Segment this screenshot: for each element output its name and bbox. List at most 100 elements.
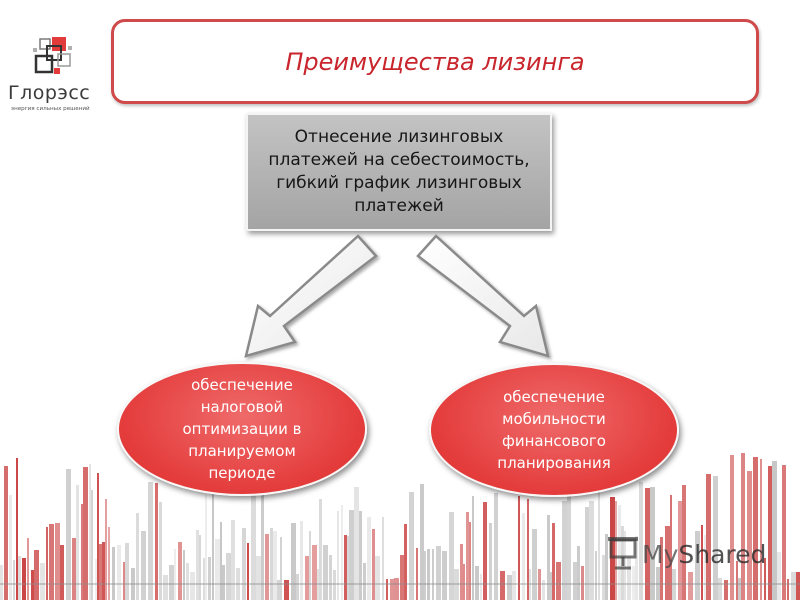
skyline-bar: [585, 507, 589, 600]
skyline-bar: [76, 485, 79, 600]
skyline-bar: [713, 476, 718, 600]
watermark-text: MyShared: [642, 540, 766, 569]
skyline-bar: [367, 517, 371, 600]
skyline-bar: [83, 467, 88, 600]
skyline-bar: [772, 461, 777, 600]
skyline-bar: [483, 502, 487, 600]
skyline-bar: [66, 469, 71, 600]
skyline-bar: [787, 579, 789, 600]
skyline-bar: [791, 572, 796, 600]
skyline-bar: [40, 563, 45, 600]
skyline-bar: [183, 550, 185, 600]
skyline-bar: [400, 555, 404, 600]
skyline-bar: [529, 569, 531, 600]
skyline-bar: [567, 487, 571, 600]
skyline-bar: [97, 473, 99, 600]
skyline-bar: [768, 466, 772, 600]
skyline-bar: [27, 538, 29, 600]
skyline-bar: [550, 572, 552, 600]
skyline-bar: [251, 494, 256, 600]
skyline-bar: [291, 523, 296, 600]
skyline-bar: [277, 580, 280, 600]
skyline-bar: [512, 571, 516, 600]
skyline-bar: [562, 501, 567, 600]
skyline-bar: [507, 575, 512, 600]
skyline-bar: [141, 531, 146, 600]
skyline-bar: [627, 557, 631, 600]
skyline-bar: [117, 545, 121, 600]
skyline-bar: [296, 574, 299, 600]
skyline-bar: [522, 513, 525, 600]
skyline-bar: [581, 566, 584, 600]
skyline-bar: [404, 524, 407, 600]
skyline-bar: [265, 534, 269, 600]
skyline-bar: [472, 496, 474, 600]
skyline-bar: [337, 511, 339, 600]
top-box-text: Отнесение лизинговых платежей на себесто…: [268, 127, 530, 216]
skyline-bar: [242, 528, 246, 600]
skyline-bar: [136, 513, 139, 600]
skyline-bar: [270, 528, 273, 600]
skyline-bar: [190, 572, 195, 600]
skyline-bar: [319, 499, 322, 600]
skyline-bar: [375, 556, 380, 600]
skyline-bar: [312, 545, 317, 600]
skyline-bar: [112, 547, 115, 600]
skyline-bar: [442, 551, 447, 600]
skyline-bar: [589, 501, 594, 600]
skyline-bar: [148, 482, 153, 600]
skyline-bar: [305, 556, 309, 600]
skyline-bar: [91, 490, 93, 600]
skyline-bar: [372, 529, 375, 600]
skyline-bar: [261, 483, 264, 600]
skyline-bar: [203, 558, 205, 600]
skyline-bar: [670, 495, 672, 600]
skyline-bar: [427, 549, 430, 600]
skyline-bar: [409, 492, 414, 600]
skyline-bar: [208, 557, 211, 600]
skyline-bar: [704, 535, 706, 600]
skyline-bar: [678, 501, 682, 600]
skyline-bar: [538, 569, 541, 600]
skyline-bar: [174, 549, 176, 600]
skyline-bar: [159, 502, 162, 600]
arrow-left-icon: [244, 234, 378, 358]
skyline-bar: [489, 523, 492, 600]
skyline-bar: [475, 566, 479, 600]
skyline-bar: [618, 505, 621, 600]
skyline-bar: [656, 567, 660, 600]
skyline-bar: [547, 515, 550, 600]
skyline-bar: [0, 565, 3, 600]
watermark-suffix: Shared: [678, 540, 767, 569]
watermark: MyShared: [606, 536, 776, 576]
skyline-bar: [466, 512, 469, 600]
skyline-bar: [782, 465, 786, 600]
skyline-bar: [416, 548, 418, 600]
skyline-bar: [280, 537, 282, 600]
skyline-bar: [81, 504, 83, 600]
skyline-bar: [449, 512, 454, 600]
skyline-bar: [196, 530, 199, 600]
skyline-bar: [72, 538, 76, 600]
skyline-bar: [382, 517, 384, 600]
skyline-bar: [212, 492, 214, 600]
skyline-bar: [598, 488, 600, 600]
left-ellipse-text: обеспечение налоговой оптимизации в план…: [182, 376, 302, 482]
skyline-bar: [323, 545, 328, 600]
skyline-bar: [163, 575, 168, 600]
skyline-bar: [22, 558, 26, 600]
skyline-bar: [354, 487, 359, 600]
skyline-bar: [595, 551, 597, 600]
skyline-bar: [131, 568, 135, 600]
skyline-bar: [542, 580, 545, 600]
skyline-bar: [31, 570, 34, 600]
skyline-bar: [480, 574, 482, 600]
skyline-bar: [215, 539, 220, 600]
skyline-bar: [394, 578, 399, 600]
skyline-bar: [49, 524, 54, 600]
skyline-bar: [222, 565, 225, 600]
skyline-bar: [226, 553, 231, 600]
